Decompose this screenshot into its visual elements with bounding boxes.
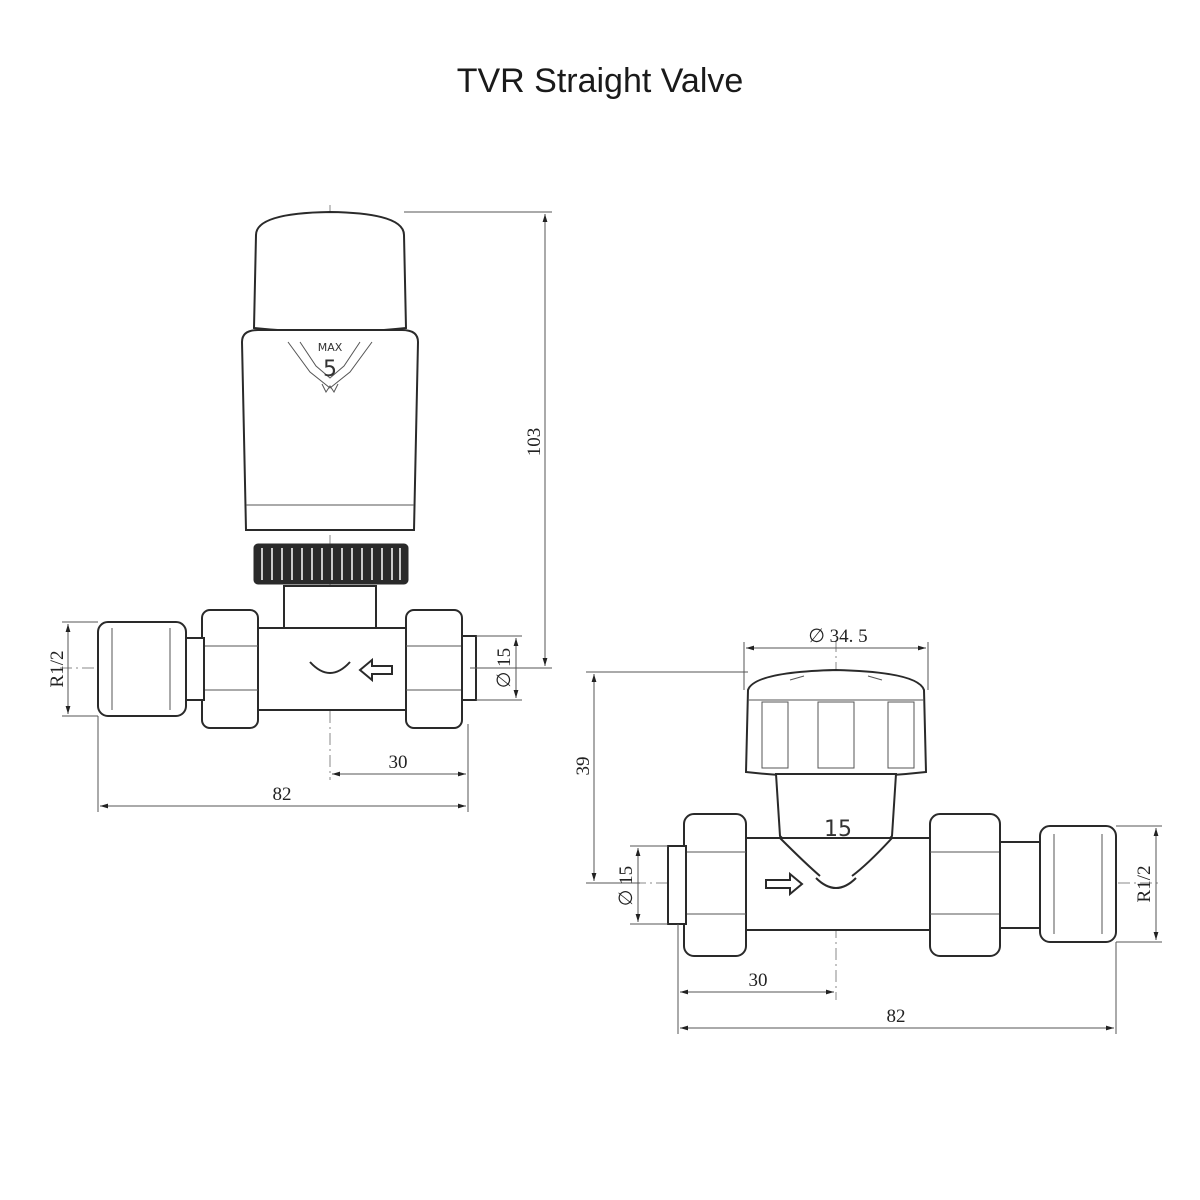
thermostatic-head-body: [240, 329, 420, 531]
lockshield-pipe-diameter-dimension: ∅ 15: [616, 866, 637, 906]
lockshield-valve-view: 15 ∅ 34. 5 39 ∅ 1: [573, 626, 1162, 1034]
thermostatic-valve-view: MAX 5: [47, 205, 552, 812]
cap-diameter-dimension: ∅ 34. 5: [808, 626, 867, 647]
lockshield-cap: [744, 668, 928, 778]
max-label: MAX: [318, 341, 343, 354]
left-compression-nut: [683, 813, 747, 957]
lockshield-offset-dimension: 30: [749, 970, 768, 991]
thread-dimension: R1/2: [47, 651, 68, 688]
right-compression-nut: [405, 609, 463, 729]
height-dimension: 103: [524, 428, 545, 457]
lockshield-height-dimension: 39: [573, 757, 594, 776]
left-compression-nut: [201, 609, 259, 729]
tail-nut: [1039, 825, 1117, 943]
knurled-ring: [253, 543, 409, 585]
right-compression-nut: [929, 813, 1001, 957]
tail-nut: [97, 621, 187, 717]
max-marker-chevron: [287, 341, 373, 389]
thermostatic-head-cap: [252, 210, 408, 333]
radiator-tail: [999, 841, 1043, 929]
pipe-stub: [667, 845, 687, 925]
flow-arrow-right: [765, 871, 804, 897]
overall-length-dimension: 82: [273, 784, 292, 805]
setting-number: 5: [323, 357, 337, 382]
diagram-title: TVR Straight Valve: [457, 62, 744, 100]
offset-dimension: 30: [389, 752, 408, 773]
flow-arrow-left: [358, 657, 393, 683]
pipe-diameter-dimension: ∅ 15: [494, 648, 515, 688]
lockshield-thread-dimension: R1/2: [1134, 866, 1155, 903]
lockshield-overall-length-dimension: 82: [887, 1006, 906, 1027]
